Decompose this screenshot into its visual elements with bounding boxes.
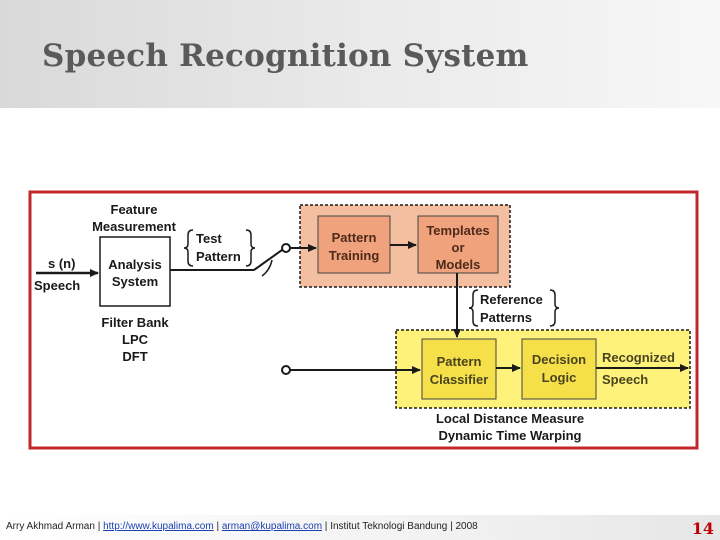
input-signal-label: s (n): [48, 256, 75, 271]
switch-contact-lower: [281, 365, 291, 375]
slide-title: Speech Recognition System: [42, 38, 529, 74]
switch-arc: [261, 259, 273, 277]
templates-label-line1: Templates: [426, 223, 489, 238]
footer-bar: [0, 515, 720, 540]
method-dft: DFT: [122, 349, 147, 364]
pattern-classifier-box: [421, 338, 497, 400]
test-pattern-brace-left: [183, 229, 194, 267]
templates-box: [417, 215, 499, 274]
page-number: 14: [691, 519, 714, 538]
training-label-line2: Training: [329, 248, 380, 263]
title-bar: [0, 0, 720, 108]
test-label-line1: Test: [196, 231, 222, 246]
decision-logic-box: [521, 338, 597, 400]
reference-label-line2: Patterns: [480, 310, 532, 325]
footer-email-link[interactable]: arman@kupalima.com: [221, 521, 323, 532]
classifier-label-line2: Classifier: [430, 372, 489, 387]
test-pattern-brace-right: [245, 229, 256, 267]
reference-label-line1: Reference: [480, 292, 543, 307]
analysis-system-box: [99, 236, 171, 307]
reference-brace-right: [549, 289, 560, 327]
analysis-label-line2: System: [112, 274, 158, 289]
footer-year: 2008: [455, 521, 478, 532]
analysis-label-line1: Analysis: [108, 257, 161, 272]
reference-brace-left: [468, 289, 479, 327]
switch-contact-upper: [281, 243, 291, 253]
switch-blade: [253, 249, 283, 271]
feature-label-line1: Feature: [111, 202, 158, 217]
input-speech-label: Speech: [34, 278, 80, 293]
templates-label-line2: or: [452, 240, 465, 255]
footer-url-link[interactable]: http://www.kupalima.com: [103, 521, 214, 532]
footer-text: Arry Akhmad Arman | http://www.kupalima.…: [6, 521, 478, 532]
templates-label-line3: Models: [436, 257, 481, 272]
decision-label-line2: Logic: [542, 370, 577, 385]
distance-label-line2: Dynamic Time Warping: [438, 428, 581, 443]
distance-label-line1: Local Distance Measure: [436, 411, 584, 426]
method-lpc: LPC: [122, 332, 149, 347]
output-label-line1: Recognized: [602, 350, 675, 365]
footer-author: Arry Akhmad Arman: [6, 521, 95, 532]
training-label-line1: Pattern: [332, 230, 377, 245]
decision-label-line1: Decision: [532, 352, 586, 367]
footer-institution: Institut Teknologi Bandung: [330, 521, 448, 532]
test-label-line2: Pattern: [196, 249, 241, 264]
classifier-label-line1: Pattern: [437, 354, 482, 369]
feature-label-line2: Measurement: [92, 219, 176, 234]
method-filter-bank: Filter Bank: [101, 315, 169, 330]
output-label-line2: Speech: [602, 372, 648, 387]
